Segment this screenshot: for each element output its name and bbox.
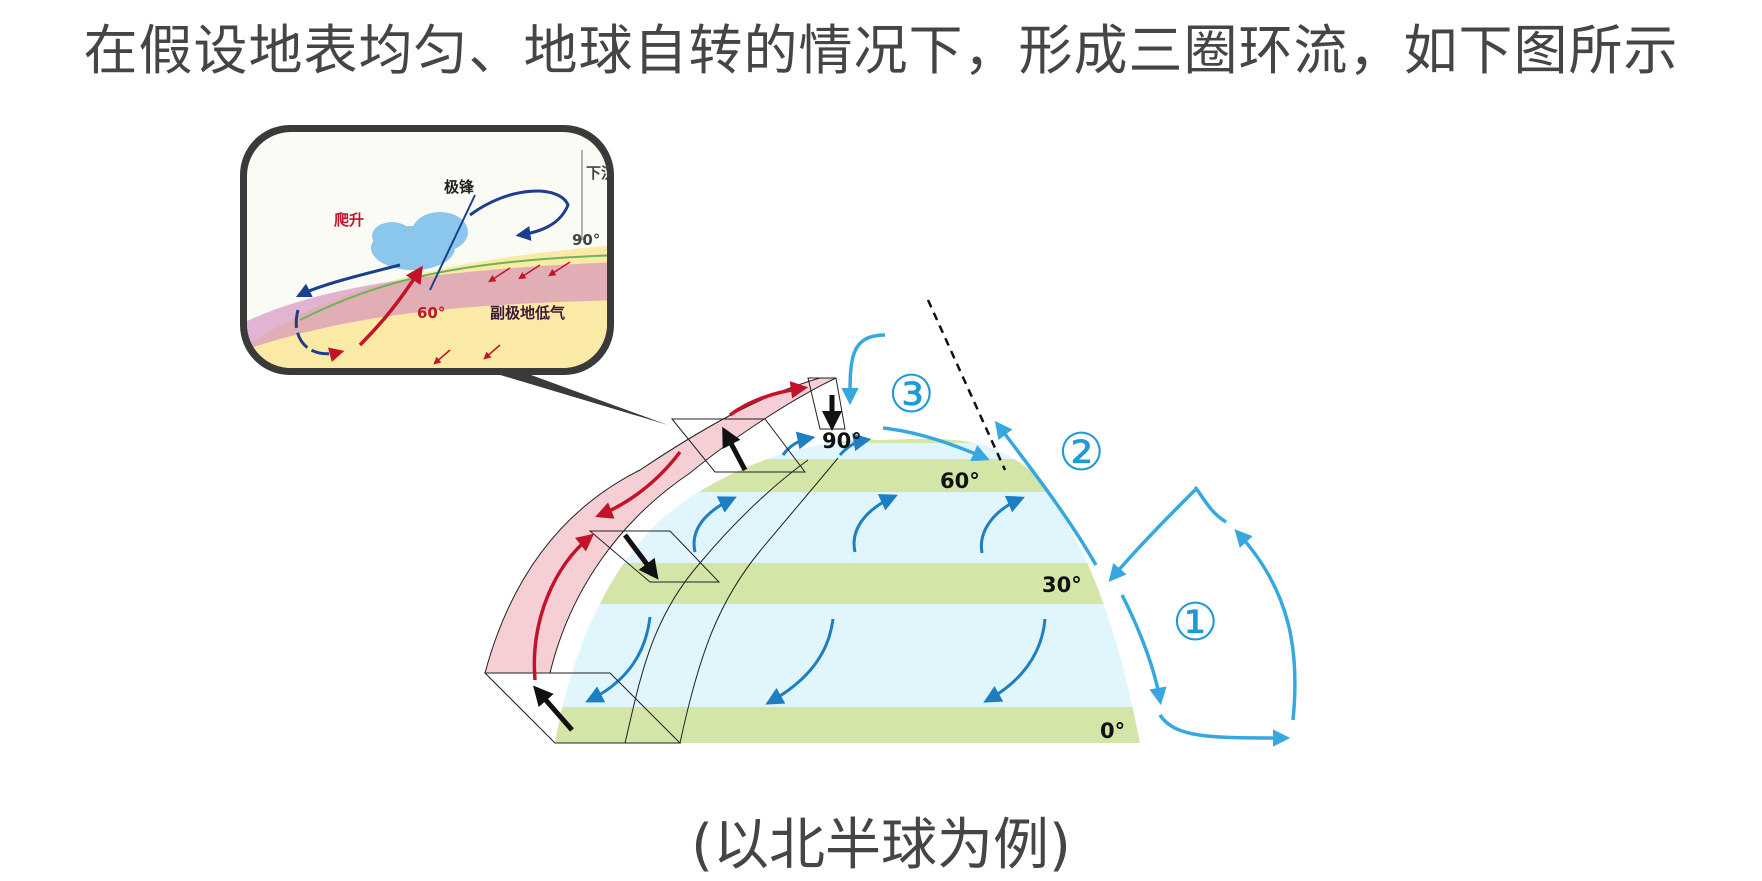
inset-rising-arrow <box>358 265 423 347</box>
upper-poleward-arrow <box>728 381 809 417</box>
trade-wind-arrow <box>585 616 652 703</box>
polar-front-line <box>926 299 1007 471</box>
cell-1-arrows <box>1108 485 1297 747</box>
trade-wind-arrow <box>1120 594 1167 706</box>
inset-label-60: 60° <box>417 304 445 322</box>
westerly-arrow <box>979 495 1025 554</box>
surface-wind-arrows <box>585 431 1047 705</box>
trade-wind-arrow <box>765 618 835 705</box>
inset-label-sinking: 下沉 <box>586 164 616 182</box>
rising-air-arrow <box>722 426 748 472</box>
inset-small-arrows <box>433 261 571 365</box>
polar-easterly-arrow <box>838 433 872 457</box>
inset-upper-arrow <box>469 189 570 241</box>
surface-outflow-arrow <box>882 426 990 462</box>
westerly-arrow <box>692 496 737 553</box>
inset-zoom-box: 极锋 爬升 下沉 90° 60° 副极地低气 <box>240 125 616 375</box>
callout-pointer <box>450 360 668 425</box>
cell-3-arrows <box>841 333 990 462</box>
upper-return-arrow <box>595 450 682 519</box>
equatorial-flow-arrow <box>1158 713 1291 747</box>
inset-label-low-pressure: 副极地低气 <box>490 304 565 322</box>
rising-air-arrow <box>533 685 574 732</box>
latitude-label-0: 0° <box>1100 719 1125 743</box>
inset-label-polar-front: 极锋 <box>444 178 475 196</box>
polar-cell-slab <box>483 377 846 744</box>
inset-low-pressure-belt <box>247 262 607 355</box>
inset-return-arrow <box>294 309 345 362</box>
westerly-arrow <box>852 494 898 553</box>
polar-easterly-arrow <box>781 431 816 456</box>
caption: (以北半球为例) <box>691 813 1071 878</box>
page-title: 在假设地表均匀、地球自转的情况下，形成三圈环流，如下图所示 <box>83 19 1679 82</box>
latitude-label-60: 60° <box>940 469 980 493</box>
inset-label-90: 90° <box>572 231 600 249</box>
rising-air-arrow <box>532 533 595 681</box>
trade-wind-arrow <box>983 618 1047 703</box>
sinking-air-arrow <box>1108 488 1197 583</box>
inset-polar-front <box>429 194 476 291</box>
cell-label-2: ② <box>1058 423 1105 483</box>
cell-1-top-curve <box>1193 485 1227 524</box>
belt-0 <box>555 707 1140 743</box>
cell-label-1: ① <box>1172 593 1219 653</box>
sinking-air-arrow <box>841 333 886 406</box>
rising-air-arrow <box>1234 529 1297 721</box>
cell-2-arrow <box>994 420 1098 566</box>
latitude-label-30: 30° <box>1042 573 1082 597</box>
sinking-air-arrow <box>623 533 659 580</box>
inset-label-rising: 爬升 <box>333 211 364 229</box>
inset-outflow-arrow <box>295 263 401 298</box>
cell-label-3: ③ <box>888 365 935 425</box>
latitude-label-90: 90° <box>822 429 862 453</box>
